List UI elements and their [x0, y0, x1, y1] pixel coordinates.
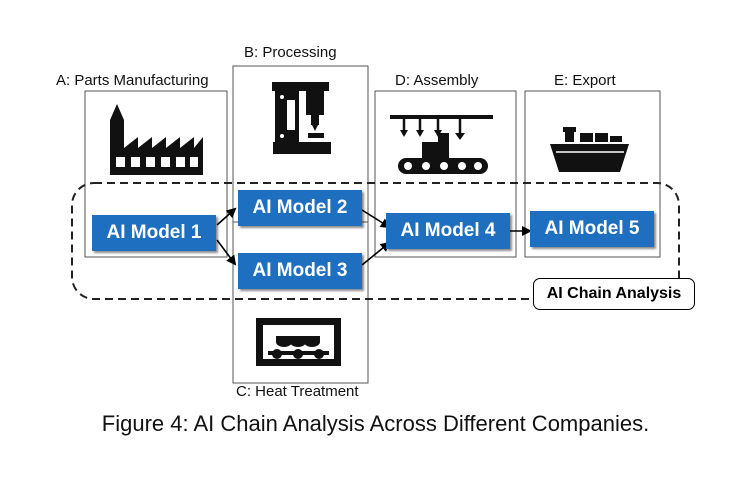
stage-box-a — [84, 90, 228, 258]
arrow-model1-to-model2 — [216, 207, 237, 226]
stage-box-b — [232, 65, 369, 384]
ai-chain-analysis-label: AI Chain Analysis — [533, 278, 695, 310]
ai-model-3: AI Model 3 — [238, 253, 362, 289]
ai-model-4: AI Model 4 — [386, 213, 510, 249]
stage-box-e — [524, 90, 661, 258]
stage-label-export: E: Export — [554, 72, 616, 89]
assembly-line-icon — [390, 115, 493, 174]
arrow-model1-to-model3 — [216, 239, 237, 266]
figure-caption: Figure 4: AI Chain Analysis Across Diffe… — [101, 411, 650, 436]
arrow-model3-to-model4 — [361, 241, 391, 266]
ai-model-2: AI Model 2 — [238, 190, 362, 226]
stage-label-parts-manufacturing: A: Parts Manufacturing — [56, 72, 209, 89]
ai-model-5: AI Model 5 — [530, 211, 654, 247]
stage-label-heat-treatment: C: Heat Treatment — [236, 383, 359, 400]
stage-box-d — [374, 90, 517, 258]
factory-icon — [110, 104, 203, 175]
stage-label-processing: B: Processing — [244, 44, 337, 61]
furnace-icon — [256, 318, 341, 366]
stage-label-assembly: D: Assembly — [395, 72, 479, 89]
press-machine-icon — [272, 82, 331, 154]
cargo-ship-icon — [550, 127, 629, 172]
arrow-model2-to-model4 — [361, 209, 391, 229]
ai-model-1: AI Model 1 — [92, 215, 216, 251]
